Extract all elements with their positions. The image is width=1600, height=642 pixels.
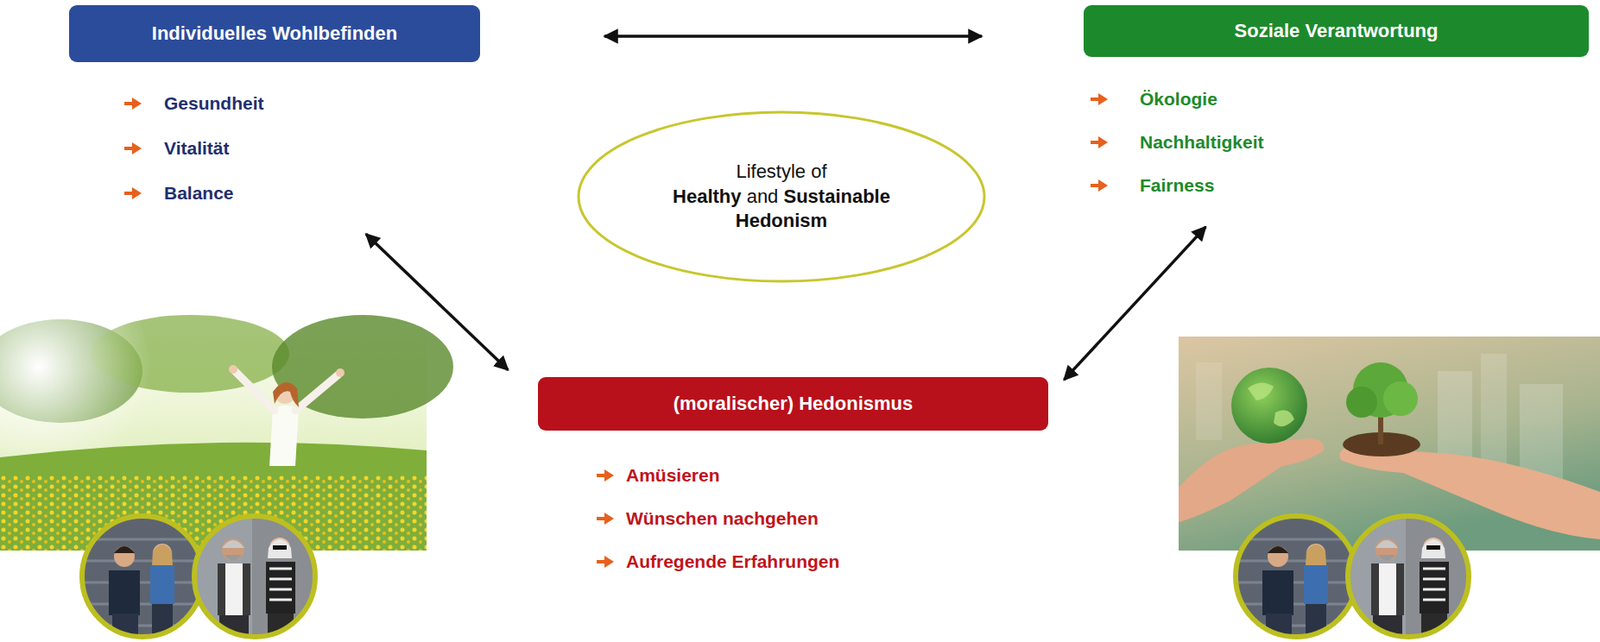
bullet-row: Aufregende Erfahrungen — [594, 549, 840, 576]
category-panel: Individuelles WohlbefindenGesundheitVita… — [69, 5, 481, 222]
bullet-row: Nachhaltigkeit — [1088, 129, 1265, 156]
bullet-row: Wünschen nachgehen — [594, 505, 819, 532]
central-ellipse: Lifestyle of Healthy and Sustainable Hed… — [576, 110, 987, 284]
bullet-row: Gesundheit — [122, 90, 265, 117]
connector-arrow — [604, 34, 982, 38]
bullet-row: Fairness — [1088, 172, 1215, 199]
bullet-label: Aufregende Erfahrungen — [626, 551, 840, 573]
bullet-arrow — [594, 467, 616, 485]
category-panel: Soziale VerantwortungÖkologieNachhaltigk… — [1083, 5, 1589, 213]
meadow-photo — [0, 254, 454, 551]
connector-arrow — [366, 233, 508, 371]
bullet-label: Wünschen nachgehen — [626, 508, 819, 530]
portrait-circle — [191, 513, 318, 640]
bullet-label: Ökologie — [1139, 88, 1218, 110]
header-bar: Soziale Verantwortung — [1083, 5, 1589, 57]
ellipse-outline — [576, 110, 987, 284]
ellipse-label: Lifestyle of Healthy and Sustainable Hed… — [672, 159, 891, 234]
header-label: Individuelles Wohlbefinden — [151, 22, 398, 45]
bullet-arrow — [122, 139, 144, 158]
bullet-arrow — [122, 94, 144, 113]
bullet-arrow — [1088, 90, 1110, 108]
bullet-row: Ökologie — [1088, 86, 1218, 113]
header-label: (moralischer) Hedonismus — [673, 392, 914, 416]
portrait-circle — [79, 513, 206, 640]
bullet-row: Amüsieren — [594, 462, 721, 489]
category-panel: (moralischer) HedonismusAmüsierenWünsche… — [537, 377, 1049, 585]
header-bar: (moralischer) Hedonismus — [537, 377, 1049, 431]
portrait-circle — [1233, 513, 1360, 640]
bullet-label: Fairness — [1139, 175, 1215, 197]
bullet-label: Vitalität — [164, 138, 229, 159]
header-bar: Individuelles Wohlbefinden — [69, 5, 481, 63]
bullet-arrow — [1088, 133, 1110, 152]
bullet-label: Balance — [164, 183, 234, 204]
portrait-circle — [1345, 513, 1472, 640]
bullet-row: Vitalität — [122, 135, 229, 162]
header-label: Soziale Verantwortung — [1234, 19, 1439, 43]
bullet-label: Amüsieren — [626, 465, 721, 487]
bullet-arrow — [594, 553, 616, 571]
bullet-arrow — [122, 184, 144, 203]
bullet-row: Balance — [122, 180, 234, 207]
bullet-label: Gesundheit — [164, 93, 265, 114]
connector-arrow — [1063, 227, 1206, 380]
bullet-arrow — [594, 510, 616, 528]
bullet-label: Nachhaltigkeit — [1139, 132, 1265, 153]
bullet-arrow — [1088, 177, 1110, 195]
